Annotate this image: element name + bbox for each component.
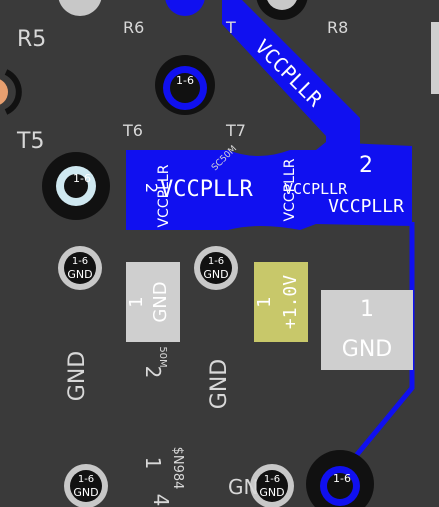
silk-gnd-bottom: GN (228, 475, 258, 499)
via-gnd-left[interactable]: 1-6 GND (58, 246, 102, 290)
pad-plus-1v0[interactable] (254, 262, 308, 342)
via-t5-drill (64, 174, 88, 198)
pad-left-vert-num: 2 (142, 183, 161, 193)
pad-left-net-horizontal: VCCPLLR (160, 177, 253, 202)
pad-mid-vert-net: VCCPLLR (282, 158, 298, 221)
via-upper-center-drill (170, 73, 200, 103)
silk-r8: R8 (327, 18, 348, 37)
silk-50m: 50M (157, 346, 168, 367)
silk-t5: T5 (16, 129, 44, 154)
via-gnd-left-layers: 1-6 (72, 256, 88, 267)
via-t5-label: 1-6 (73, 172, 91, 185)
pad-gnd-left[interactable] (126, 262, 180, 342)
via-bottom-right-layers: 1-6 (333, 472, 351, 485)
via-gnd-left-net: GND (67, 268, 92, 281)
pad-gnd-right-num: 1 (360, 297, 374, 322)
pad-r5-outline (4, 69, 22, 115)
pad-gnd-right[interactable] (321, 290, 413, 370)
silk-2: 2 (141, 366, 165, 379)
via-top-right-ring (267, 0, 297, 10)
via-gnd-bottom-mid-layers: 1-6 (264, 474, 280, 485)
via-gnd-mid[interactable]: 1-6 GND (194, 246, 238, 290)
pad-right-edge-partial[interactable] (431, 22, 439, 94)
via-gnd-bottom-left-layers: 1-6 (78, 474, 94, 485)
via-gnd-bottom-mid-net: GND (259, 486, 284, 499)
silk-gnd-left: GND (65, 351, 90, 401)
vccpllr-trace-right[interactable] (334, 222, 415, 482)
pad-gnd-right-net: GND (342, 337, 392, 362)
via-gnd-bottom-left[interactable]: 1-6 GND (64, 464, 108, 507)
silk-t7: T7 (225, 121, 246, 140)
silk-t-partial: T (225, 18, 236, 37)
silk-r5: R5 (17, 27, 46, 52)
vccpllr-trace-top[interactable] (222, 0, 360, 160)
via-gnd-bottom-left-net: GND (73, 486, 98, 499)
pad-left-vert-net: VCCPLLR (156, 164, 172, 227)
silk-1: 1 (141, 457, 165, 470)
pad-big-net: VCCPLLR (328, 196, 404, 217)
silk-4: 4 (149, 494, 173, 507)
pad-mid-net: VCCPLLR (284, 180, 348, 198)
pad-big-num: 2 (359, 153, 373, 178)
pad-plus-1v0-net: +1.0V (280, 275, 301, 329)
pad-plus-1v0-num: 1 (254, 296, 275, 307)
via-vccpllr-bottom-right[interactable]: 1-6 (306, 450, 374, 507)
pad-gnd-left-net: GND (150, 281, 171, 322)
via-upper-center-label: 1-6 (176, 74, 194, 87)
silk-r6: R6 (123, 18, 144, 37)
via-top-mid-partial[interactable] (165, 0, 205, 16)
vccpllr-copper-pour[interactable] (126, 142, 412, 230)
pad-r5-partial[interactable] (0, 78, 8, 106)
pad-gnd-left-num: 1 (126, 296, 147, 307)
via-gnd-mid-net: GND (203, 268, 228, 281)
silk-t6: T6 (122, 121, 143, 140)
silk-part-number: $N984 (170, 447, 185, 490)
via-top-left-partial[interactable] (58, 0, 102, 16)
via-gnd-bottom-mid[interactable]: 1-6 GND (250, 464, 294, 507)
silk-gnd-mid: GND (207, 359, 232, 409)
via-gnd-mid-layers: 1-6 (208, 256, 224, 267)
